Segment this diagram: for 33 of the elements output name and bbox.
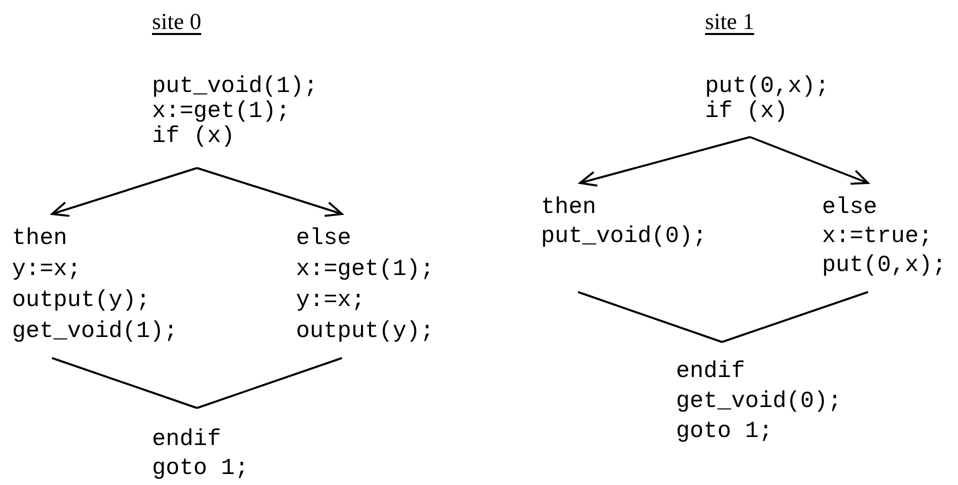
arrow <box>750 136 869 185</box>
site-heading: site 0 <box>152 8 202 36</box>
code-line: then <box>12 224 68 253</box>
code-line: else <box>296 224 352 253</box>
code-line: if (x) <box>705 99 789 124</box>
code-line: output(y); <box>12 286 152 315</box>
code-line: goto 1; <box>152 454 249 483</box>
code-line: get_void(1); <box>12 317 178 346</box>
code-line: put(0,x); <box>822 251 946 280</box>
code-line: else <box>822 193 878 222</box>
code-line: if (x) <box>152 124 236 149</box>
connector-line <box>578 291 722 343</box>
code-line: endif <box>676 357 746 386</box>
connector-line <box>196 357 342 409</box>
code-line: y:=x; <box>296 286 366 315</box>
arrow <box>579 136 750 187</box>
code-line: y:=x; <box>12 255 82 284</box>
site-heading: site 1 <box>705 8 754 36</box>
code-line: put_void(0); <box>541 222 707 251</box>
code-line: then <box>541 193 598 222</box>
code-line: get_void(0); <box>676 387 842 416</box>
code-line: endif <box>152 425 222 454</box>
code-line: put_void(1); <box>152 74 318 99</box>
code-line: output(y); <box>296 317 434 346</box>
code-line: goto 1; <box>676 417 774 446</box>
arrow <box>51 167 198 217</box>
code-line: put(0,x); <box>705 74 830 99</box>
code-line: x:=true; <box>822 222 934 251</box>
connector-line <box>722 291 868 343</box>
arrow <box>196 167 343 217</box>
code-line: x:=get(1); <box>296 255 434 284</box>
code-line: x:=get(1); <box>152 99 292 124</box>
connector-line <box>52 357 198 409</box>
